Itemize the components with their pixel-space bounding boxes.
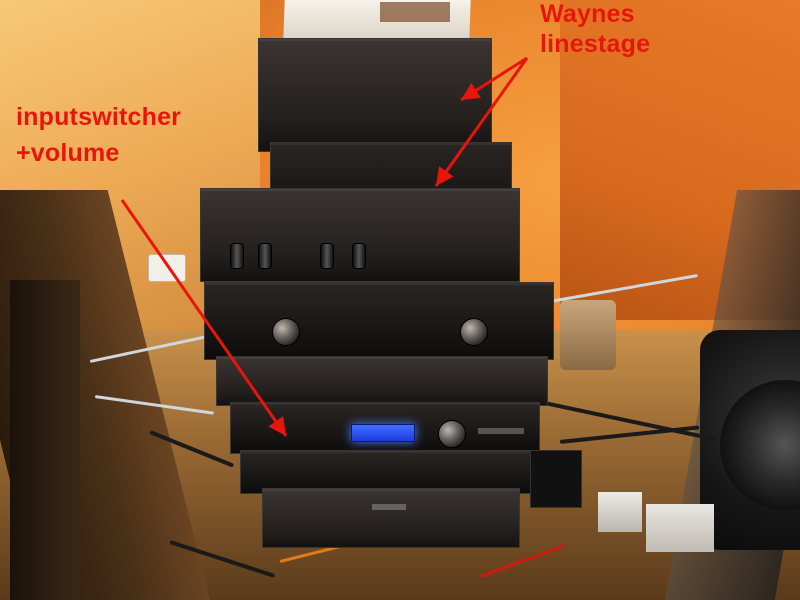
arrow-icon	[434, 57, 529, 187]
arrow-icon	[120, 199, 288, 437]
knob-icon	[272, 318, 300, 346]
white-adapter	[646, 504, 714, 552]
annotation-waynes-line1: Waynes	[540, 0, 635, 28]
white-adapter	[598, 492, 642, 532]
power-socket	[148, 254, 186, 282]
knob-icon	[460, 318, 488, 346]
knob-icon	[438, 420, 466, 448]
shelf-post-shadow	[10, 280, 80, 600]
arrow-icon	[460, 56, 528, 102]
lower-box	[240, 450, 532, 494]
linestage-top-box	[258, 38, 492, 152]
annotation-switcher-line1: inputswitcher	[16, 103, 182, 131]
knob-icon	[320, 243, 334, 269]
knob-icon	[230, 243, 244, 269]
middle-box	[216, 356, 548, 406]
junction-box	[560, 300, 616, 370]
amp-dual-knob-box	[204, 282, 554, 360]
headphone-jack	[530, 450, 582, 508]
annotation-waynes-line2: linestage	[540, 30, 651, 58]
brand-label	[372, 504, 406, 510]
brand-label	[478, 428, 524, 434]
denon-amp-box	[262, 488, 520, 548]
lcd-display	[351, 424, 415, 442]
knob-icon	[352, 243, 366, 269]
circuit-board	[380, 2, 450, 22]
annotation-switcher-line2: +volume	[16, 139, 120, 167]
knob-icon	[258, 243, 272, 269]
